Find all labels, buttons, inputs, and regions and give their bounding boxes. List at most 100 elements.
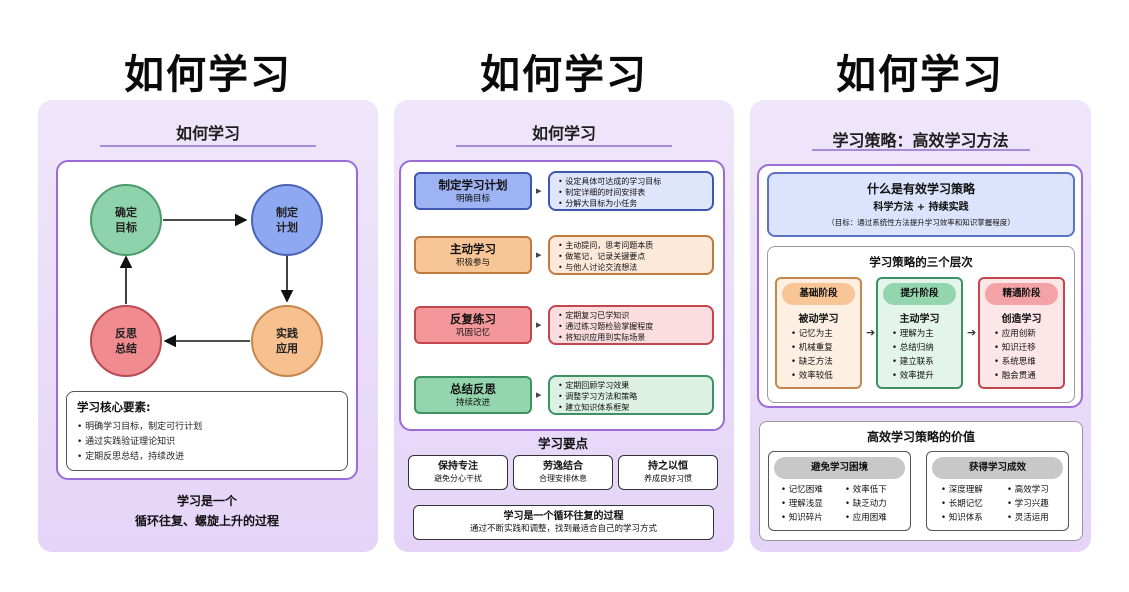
- node-reflect-line1: 反思: [115, 326, 137, 340]
- node-set-goal-line2: 目标: [115, 220, 137, 234]
- tier-improve-item: • 理解为主: [892, 329, 934, 339]
- key-point-focus-sub: 避免分心干扰: [434, 474, 482, 483]
- panel2-footer-sub: 通过不断实践和调整，找到最适合自己的学习方式: [469, 524, 657, 534]
- step-plan-title: 制定学习计划: [438, 178, 508, 192]
- node-reflect-line2: 总结: [115, 341, 137, 355]
- tier-master-title: 创造学习: [1001, 314, 1042, 325]
- value-avoid-item: • 记忆困难: [781, 485, 823, 495]
- step-active-desc: • 主动提问，思考问题本质 • 做笔记，记录关键要点 • 与他人讨论交流想法: [548, 235, 714, 275]
- step-plan-desc-item: • 分解大目标为小任务: [558, 199, 638, 208]
- tier-basic-item: • 缺乏方法: [791, 357, 833, 367]
- what-is-strategy-note: （目标：通过系统性方法提升学习效率和知识掌握程度）: [827, 218, 1015, 227]
- node-practice-line2: 应用: [276, 341, 298, 355]
- core-element-item: • 通过实践验证理论知识: [77, 437, 176, 447]
- value-avoid-pill: 避免学习困境: [774, 457, 905, 479]
- tier-basic-item: • 效率较低: [791, 371, 833, 381]
- step-active-desc-item: • 做笔记，记录关键要点: [558, 252, 646, 261]
- node-make-plan-circle: [251, 184, 323, 256]
- value-heading: 高效学习策略的价值: [866, 430, 975, 444]
- step-reflect-desc-item: • 建立知识体系框架: [558, 403, 630, 412]
- value-gain-pill: 获得学习成效: [932, 457, 1063, 479]
- value-gain-item: • 长期记忆: [941, 499, 983, 509]
- value-gain-item: • 高效学习: [1007, 485, 1049, 495]
- tier-master: 精通阶段 创造学习 • 应用创新 • 知识迁移 • 系统思维 • 融会贯通: [978, 277, 1065, 389]
- key-point-focus: 保持专注 避免分心干扰: [408, 455, 508, 490]
- what-is-strategy-formula: 科学方法 + 持续实践: [873, 202, 969, 213]
- key-points-heading: 学习要点: [537, 436, 588, 451]
- step-plan-desc-item: • 设定具体可达成的学习目标: [558, 177, 662, 186]
- step-practice-title: 反复练习: [450, 312, 496, 326]
- node-set-goal: 确定 目标: [90, 184, 162, 256]
- step-active-sub: 积极参与: [455, 258, 490, 268]
- panel2-heading-underline: [456, 145, 672, 147]
- tier-master-item: • 知识迁移: [994, 343, 1036, 353]
- tier-basic-pill: 基础阶段: [782, 283, 855, 305]
- step-plan: 制定学习计划 明确目标: [414, 172, 532, 210]
- panel3-heading-underline: [812, 149, 1030, 151]
- core-elements-box: 学习核心要素: • 明确学习目标，制定可行计划 • 通过实践验证理论知识 • 定…: [66, 391, 348, 471]
- tier-arrow-icon: ➔: [866, 326, 876, 339]
- value-avoid-item: • 效率低下: [845, 485, 887, 495]
- node-set-goal-line1: 确定: [115, 205, 137, 219]
- step-plan-desc-item: • 制定详细的时间安排表: [558, 188, 646, 197]
- panel3-heading: 学习策略：高效学习方法: [832, 131, 1009, 150]
- node-reflect-circle: [90, 305, 162, 377]
- value-gain-item: • 灵活运用: [1007, 513, 1049, 523]
- value-avoid-item: • 缺乏动力: [845, 499, 887, 509]
- tier-basic-item: • 机械重复: [791, 343, 833, 353]
- page-title-1: 如何学习: [124, 52, 292, 98]
- key-point-balance: 劳逸结合 合理安排休息: [513, 455, 613, 490]
- step-practice-desc-item: • 通过练习题检验掌握程度: [558, 322, 654, 331]
- core-element-item: • 定期反思总结，持续改进: [77, 452, 185, 462]
- step-plan-sub: 明确目标: [455, 194, 490, 204]
- core-elements-title: 学习核心要素:: [77, 400, 151, 414]
- step-practice-desc: • 定期复习已学知识 • 通过练习题检验掌握程度 • 将知识应用到实际场景: [548, 305, 714, 345]
- step-plan-desc: • 设定具体可达成的学习目标 • 制定详细的时间安排表 • 分解大目标为小任务: [548, 171, 714, 211]
- panel1-footer-line1: 学习是一个: [176, 494, 237, 508]
- step-practice-sub: 巩固记忆: [455, 328, 490, 338]
- step-active-desc-item: • 主动提问，思考问题本质: [558, 241, 654, 250]
- step-reflect-title: 总结反思: [450, 382, 496, 396]
- page-title-3: 如何学习: [836, 52, 1004, 98]
- step-practice-desc-item: • 将知识应用到实际场景: [558, 333, 646, 342]
- value-avoid-box: 避免学习困境 • 记忆困难 • 理解浅显 • 知识碎片 • 效率低下 • 缺乏动…: [768, 451, 911, 531]
- tier-improve-pill: 提升阶段: [883, 283, 956, 305]
- value-avoid-item: • 理解浅显: [781, 499, 823, 509]
- value-gain-item: • 深度理解: [941, 485, 983, 495]
- step-practice-desc-item: • 定期复习已学知识: [558, 311, 630, 320]
- what-is-strategy-title: 什么是有效学习策略: [866, 182, 975, 196]
- key-point-balance-title: 劳逸结合: [543, 461, 583, 472]
- what-is-strategy-box: 什么是有效学习策略 科学方法 + 持续实践 （目标：通过系统性方法提升学习效率和…: [767, 172, 1075, 237]
- step-active-arrow-icon: ▸: [536, 248, 542, 261]
- node-practice-line1: 实践: [276, 326, 298, 340]
- value-avoid-item: • 应用困难: [845, 513, 887, 523]
- tier-improve-title: 主动学习: [899, 314, 940, 325]
- node-set-goal-circle: [90, 184, 162, 256]
- tier-basic-title: 被动学习: [798, 314, 839, 325]
- key-point-persist-title: 持之以恒: [648, 461, 688, 472]
- step-reflect-arrow-icon: ▸: [536, 388, 542, 401]
- panel1-heading-underline: [100, 145, 316, 147]
- tier-basic: 基础阶段 被动学习 • 记忆为主 • 机械重复 • 缺乏方法 • 效率较低: [775, 277, 862, 389]
- tier-improve-item: • 总结归纳: [892, 343, 934, 353]
- tier-improve: 提升阶段 主动学习 • 理解为主 • 总结归纳 • 建立联系 • 效率提升: [876, 277, 963, 389]
- panel2-footer-box: 学习是一个循环往复的过程 通过不断实践和调整，找到最适合自己的学习方式: [413, 505, 714, 540]
- node-practice: 实践 应用: [251, 305, 323, 377]
- key-point-persist-sub: 养成良好习惯: [644, 474, 692, 483]
- panel1-footer-line2: 循环往复、螺旋上升的过程: [134, 514, 279, 528]
- tier-basic-item: • 记忆为主: [791, 329, 833, 339]
- step-active: 主动学习 积极参与: [414, 236, 532, 274]
- node-make-plan-line1: 制定: [276, 205, 298, 219]
- panel2-heading: 如何学习: [531, 124, 596, 143]
- node-make-plan-line2: 计划: [276, 220, 298, 234]
- value-gain-box: 获得学习成效 • 深度理解 • 长期记忆 • 知识体系 • 高效学习 • 学习兴…: [926, 451, 1069, 531]
- tier-improve-item: • 效率提升: [892, 371, 934, 381]
- step-reflect-desc-item: • 调整学习方法和策略: [558, 392, 638, 401]
- tier-master-item: • 融会贯通: [994, 371, 1036, 381]
- step-reflect: 总结反思 持续改进: [414, 376, 532, 414]
- step-reflect-sub: 持续改进: [455, 398, 490, 408]
- step-practice-arrow-icon: ▸: [536, 318, 542, 331]
- key-point-persist: 持之以恒 养成良好习惯: [618, 455, 718, 490]
- panel1-heading: 如何学习: [175, 124, 240, 143]
